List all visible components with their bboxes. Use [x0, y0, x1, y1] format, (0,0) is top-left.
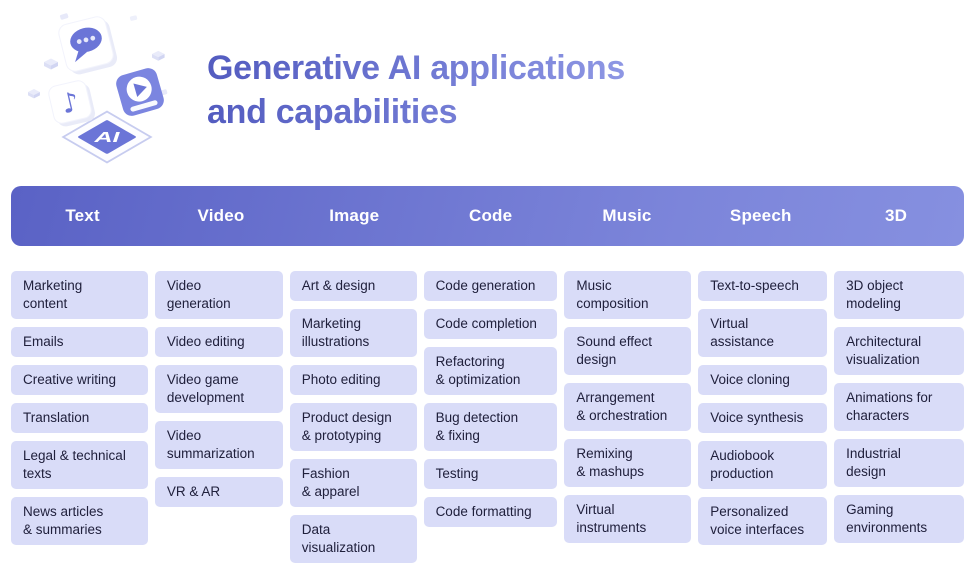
- column-3d: 3D object modeling Architectural visuali…: [834, 271, 964, 563]
- play-icon: [116, 68, 164, 116]
- column-text: Marketing content Emails Creative writin…: [11, 271, 148, 563]
- item-box: 3D object modeling: [834, 271, 964, 319]
- item-box: Arrangement & orchestration: [564, 382, 692, 431]
- item-box: Sound effect design: [564, 326, 692, 375]
- item-box: Video game development: [154, 364, 283, 413]
- item-box: Product design & prototyping: [289, 402, 417, 451]
- item-box: Translation: [11, 402, 148, 433]
- items-grid: Marketing content Emails Creative writin…: [11, 271, 964, 563]
- ai-label: AI: [93, 130, 121, 146]
- item-box: Creative writing: [11, 364, 148, 395]
- category-speech: Speech: [729, 206, 792, 225]
- item-box: Text-to-speech: [698, 271, 828, 301]
- item-box: Music composition: [564, 271, 692, 319]
- category-3d: 3D: [884, 206, 908, 225]
- music-note-icon: ♪: [48, 80, 96, 127]
- item-box: Animations for characters: [834, 382, 964, 431]
- item-box: Marketing illustrations: [289, 309, 417, 357]
- item-box: Virtual assistance: [698, 309, 828, 357]
- category-text: Text: [65, 206, 100, 225]
- item-box: Video summarization: [154, 420, 283, 469]
- item-box: Video generation: [154, 271, 283, 319]
- category-video: Video: [197, 206, 245, 225]
- page-title: Generative AI applications and capabilit…: [207, 46, 625, 134]
- item-box: Virtual instruments: [564, 494, 692, 543]
- item-box: Emails: [11, 326, 148, 357]
- chat-bubble-icon: [58, 16, 118, 75]
- column-image: Art & design Marketing illustrations Pho…: [289, 271, 417, 563]
- item-box: Architectural visualization: [834, 326, 964, 375]
- generative-ai-illustration: AI ♪: [28, 13, 168, 164]
- item-box: Bug detection & fixing: [423, 402, 558, 451]
- item-box: Gaming environments: [834, 494, 964, 543]
- category-music: Music: [602, 206, 652, 225]
- column-music: Music composition Sound effect design Ar…: [564, 271, 692, 563]
- svg-text:♪: ♪: [58, 86, 82, 120]
- column-video: Video generation Video editing Video gam…: [154, 271, 283, 563]
- item-box: Refactoring & optimization: [423, 347, 558, 395]
- column-code: Code generation Code completion Refactor…: [423, 271, 558, 563]
- item-box: News articles & summaries: [11, 496, 148, 545]
- hero-section: AI ♪ Generative AI applications and c: [0, 0, 976, 186]
- category-band: Text Video Image Code Music Speech 3D: [11, 186, 964, 246]
- item-box: Code completion: [423, 309, 558, 339]
- item-box: Remixing & mashups: [564, 438, 692, 487]
- item-box: Industrial design: [834, 438, 964, 487]
- item-box: Voice synthesis: [698, 402, 828, 433]
- column-speech: Text-to-speech Virtual assistance Voice …: [698, 271, 828, 563]
- item-box: Code generation: [423, 271, 558, 301]
- item-box: Code formatting: [423, 496, 558, 527]
- item-box: Video editing: [154, 326, 283, 357]
- item-box: Audiobook production: [698, 440, 828, 489]
- category-image: Image: [329, 206, 380, 225]
- category-code: Code: [468, 206, 513, 225]
- ai-platform-icon: AI: [61, 110, 153, 164]
- item-box: Fashion & apparel: [289, 458, 417, 507]
- item-box: Voice cloning: [698, 364, 828, 395]
- item-box: Art & design: [289, 271, 417, 301]
- item-box: Personalized voice interfaces: [698, 496, 828, 545]
- item-box: Testing: [423, 458, 558, 489]
- item-box: Marketing content: [11, 271, 148, 319]
- item-box: Photo editing: [289, 364, 417, 395]
- item-box: Legal & technical texts: [11, 440, 148, 489]
- item-box: Data visualization: [289, 514, 417, 563]
- item-box: VR & AR: [154, 476, 283, 507]
